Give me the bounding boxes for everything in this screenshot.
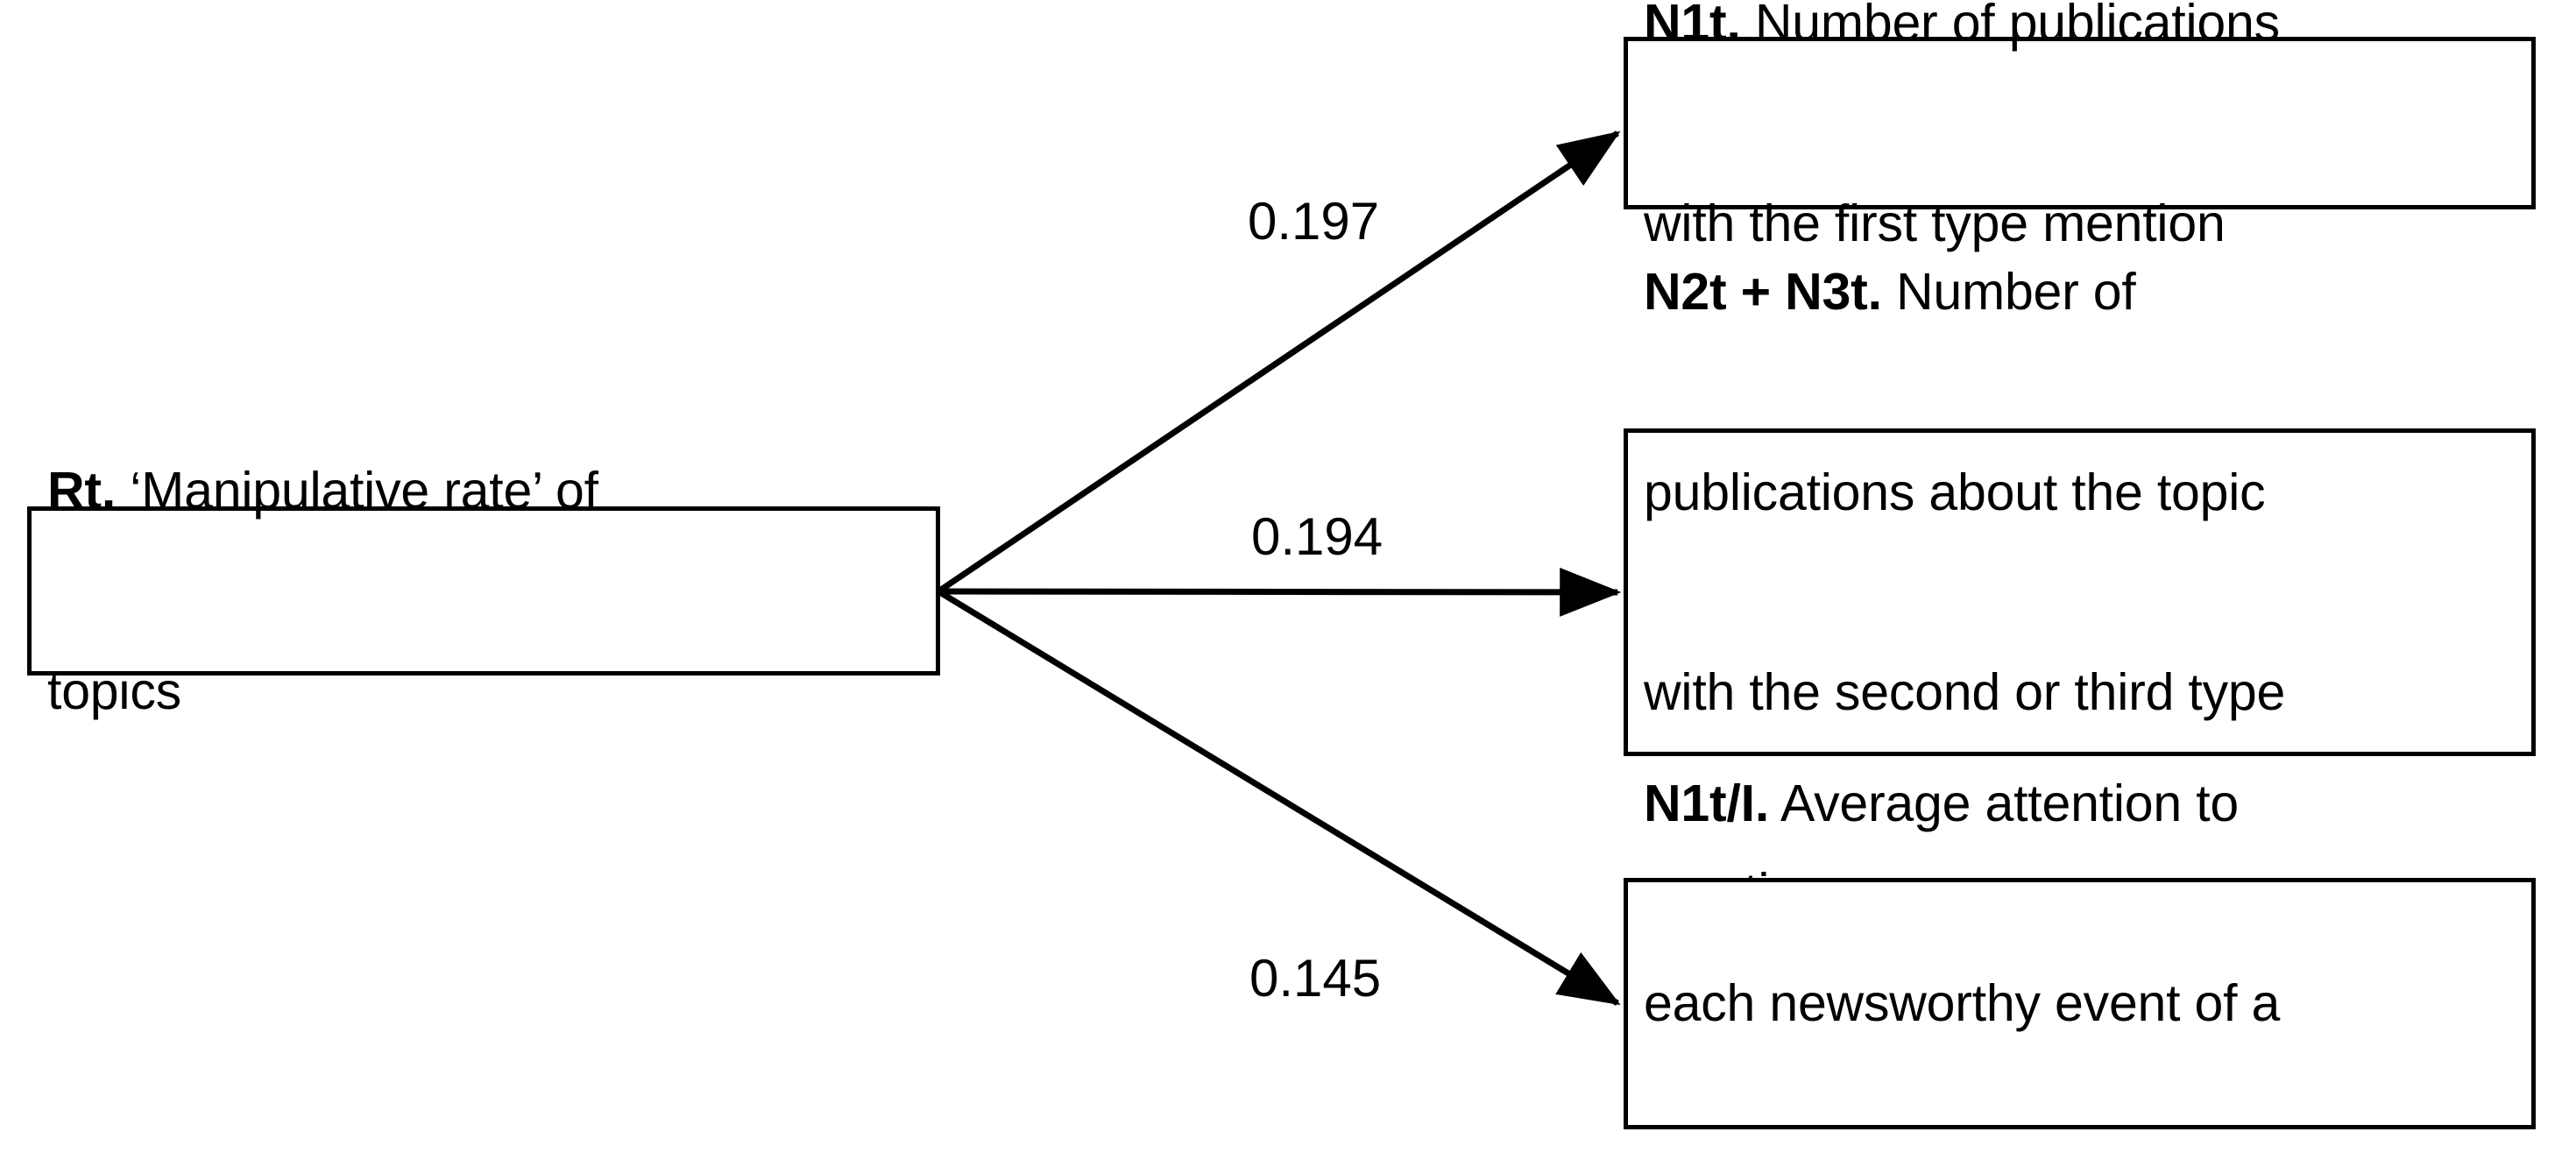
node-rt: Rt. ‘Manipulative rate’ of topics	[27, 462, 940, 720]
node-n1t-i: N1t/I. Average attention to each newswor…	[1624, 775, 2536, 1129]
node-n1t-line-1: N1t. Number of publications	[1644, 0, 2516, 56]
node-n2t-n3t-bold-1: N2t + N3t.	[1644, 263, 1882, 322]
node-n2t-n3t-line-1: N2t + N3t. Number of	[1644, 258, 2516, 325]
node-n2t-n3t-rest-1: Number of	[1881, 263, 2136, 322]
node-n2t-n3t-rest-2: publications about the topic	[1644, 463, 2266, 521]
node-n1t-i-line-2: each newsworthy event of a	[1644, 970, 2516, 1036]
node-n1t-i-text: N1t/I. Average attention to each newswor…	[1644, 637, 2516, 1153]
node-rt-text: Rt. ‘Manipulative rate’ of topics	[47, 324, 920, 858]
node-n1t-bold-1: N1t.	[1644, 0, 1741, 53]
node-n1t-text: N1t. Number of publications with the fir…	[1644, 0, 2516, 390]
node-n2t-n3t-rest-3: with the second or third type	[1644, 663, 2286, 722]
edge-label-rt-to-n1t-i: 0.145	[1249, 949, 1382, 1008]
node-n2t-n3t-line-2: publications about the topic	[1644, 459, 2516, 526]
node-rt-rest-1: ‘Manipulative rate’ of	[116, 462, 598, 520]
node-rt-line-2: topics	[47, 658, 920, 725]
node-rt-rest-2: topics	[47, 661, 181, 720]
node-n1t-i-rest-2: each newsworthy event of a	[1644, 974, 2281, 1033]
node-n1t-i-bold-1: N1t/I.	[1644, 775, 1770, 833]
node-rt-bold-1: Rt.	[47, 462, 117, 520]
node-n2t-n3t: N2t + N3t. Number of publications about …	[1624, 263, 2536, 921]
node-n2t-n3t-line-3: with the second or third type	[1644, 659, 2516, 725]
edge-rt-to-n1t-i	[937, 589, 1621, 1006]
node-n1t-line-2: with the first type mention	[1644, 190, 2516, 257]
node-rt-line-1: Rt. ‘Manipulative rate’ of	[47, 457, 920, 524]
edge-label-rt-to-n2t-n3t: 0.194	[1251, 507, 1384, 566]
edge-rt-to-n2t-n3t	[938, 567, 1622, 617]
node-n1t-i-rest-1: Average attention to	[1769, 775, 2240, 833]
node-n1t: N1t. Number of publications with the fir…	[1624, 0, 2536, 252]
node-n1t-rest-2: with the first type mention	[1644, 194, 2226, 252]
node-n1t-rest-1: Number of publications	[1740, 0, 2280, 53]
edge-label-rt-to-n1t: 0.197	[1248, 192, 1380, 251]
node-n1t-i-line-1: N1t/I. Average attention to	[1644, 770, 2516, 837]
